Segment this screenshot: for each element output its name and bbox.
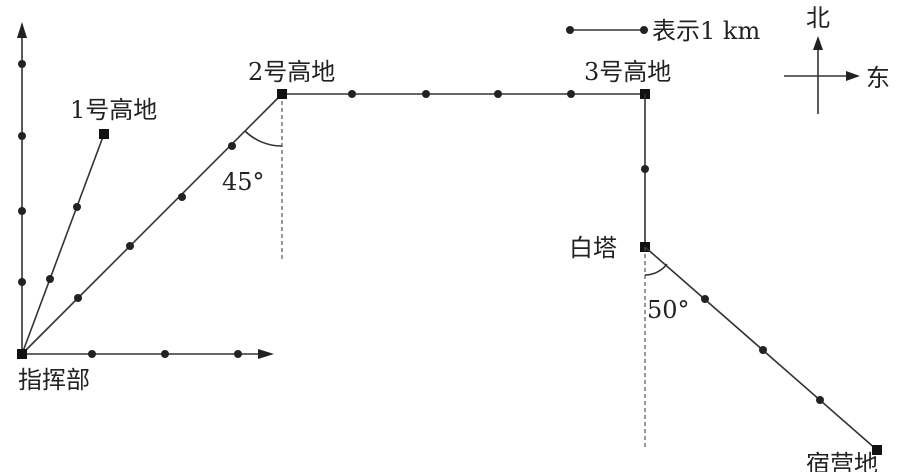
white-tower-label: 白塔 bbox=[569, 234, 617, 262]
route-dot bbox=[73, 203, 81, 211]
line-hq-to-hill2 bbox=[21, 93, 283, 355]
scale-bar-end bbox=[640, 26, 648, 34]
compass-north-label: 北 bbox=[806, 4, 830, 32]
hill1-marker bbox=[99, 129, 109, 139]
line-hq-to-hill1 bbox=[21, 133, 105, 355]
north-axis-dot bbox=[18, 207, 26, 215]
hill2-marker bbox=[277, 89, 287, 99]
angle-45-label: 45° bbox=[222, 168, 265, 196]
angle-45-arc bbox=[244, 130, 283, 147]
route-dot bbox=[701, 295, 709, 303]
hill2-label: 2号高地 bbox=[248, 58, 335, 86]
north-axis-arrowhead bbox=[17, 22, 27, 38]
east-axis-dot bbox=[88, 350, 96, 358]
angle-50-label: 50° bbox=[647, 296, 690, 324]
compass-north-arrowhead bbox=[813, 36, 823, 50]
route-dot bbox=[567, 90, 575, 98]
route-dot bbox=[178, 193, 186, 201]
north-axis-dot bbox=[18, 132, 26, 140]
east-axis-arrowhead bbox=[258, 349, 274, 359]
scale-bar-end bbox=[566, 26, 574, 34]
angle-50-arc bbox=[644, 263, 668, 276]
camp-label: 宿营地 bbox=[806, 450, 878, 472]
route-dot bbox=[494, 90, 502, 98]
camp-marker bbox=[872, 445, 882, 455]
hill1-label: 1号高地 bbox=[70, 96, 157, 124]
north-axis-dot bbox=[18, 278, 26, 286]
route-dot bbox=[759, 346, 767, 354]
hill3-label: 3号高地 bbox=[584, 58, 671, 86]
scale-label: 表示1 km bbox=[652, 17, 760, 45]
route-dot bbox=[422, 90, 430, 98]
north-axis-dot bbox=[18, 60, 26, 68]
route-dot bbox=[228, 142, 236, 150]
route-dot bbox=[126, 242, 134, 250]
route-dot bbox=[348, 90, 356, 98]
hq-marker bbox=[17, 349, 27, 359]
compass-east-arrowhead bbox=[846, 71, 860, 81]
compass-east-label: 东 bbox=[866, 64, 890, 92]
route-dot bbox=[46, 275, 54, 283]
route-dot bbox=[74, 294, 82, 302]
east-axis-dot bbox=[161, 350, 169, 358]
route-dot bbox=[816, 396, 824, 404]
route-dot bbox=[641, 165, 649, 173]
hq-label: 指挥部 bbox=[18, 366, 90, 394]
east-axis-dot bbox=[234, 350, 242, 358]
